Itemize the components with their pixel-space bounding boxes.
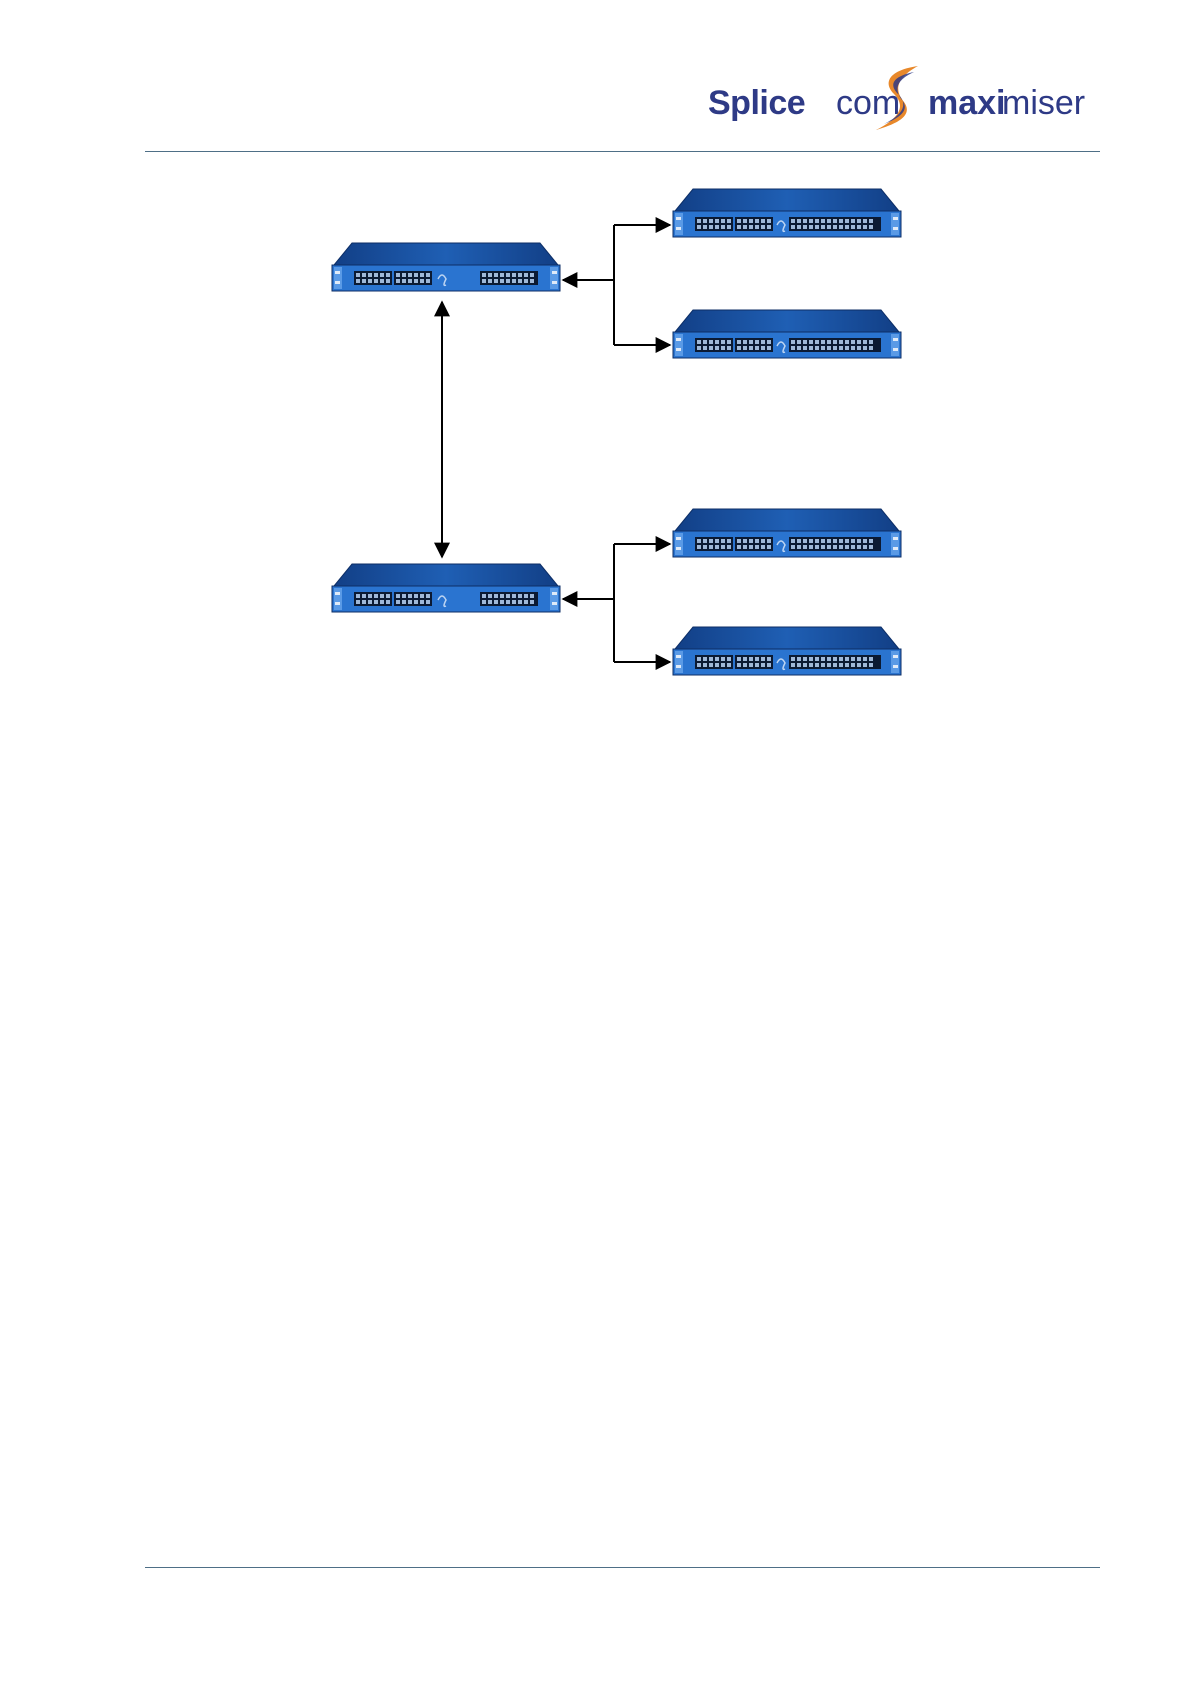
remote-switch-4: [673, 627, 901, 675]
main-switch-bottom: [332, 564, 560, 612]
footer-rule: [145, 1567, 1100, 1568]
remote-switch-2: [673, 310, 901, 358]
main-switch-top: [332, 243, 560, 291]
remote-switch-1: [673, 189, 901, 237]
remote-switch-3: [673, 509, 901, 557]
